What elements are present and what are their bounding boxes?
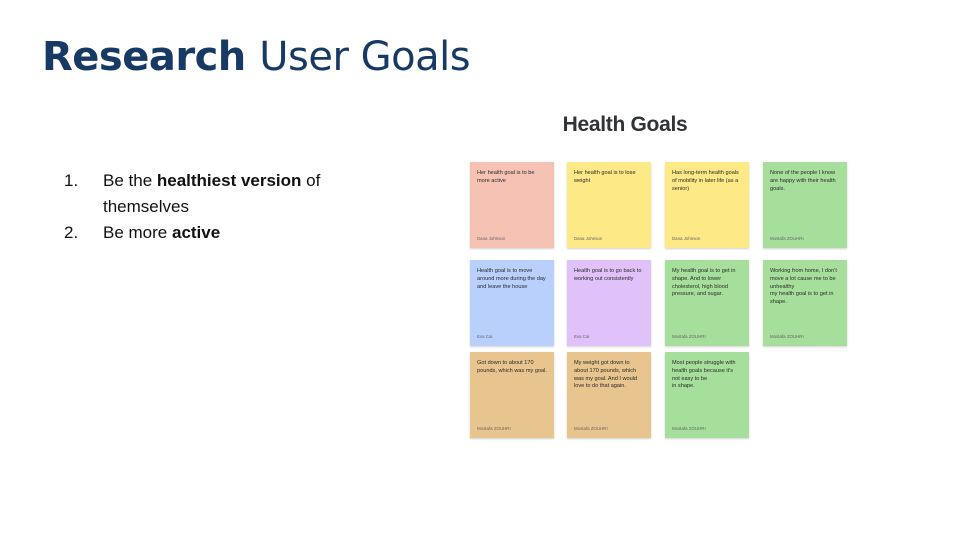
goal-text-before: Be the	[103, 171, 157, 190]
sticky-note-text: Working from home, I don't move a lot ca…	[770, 268, 837, 306]
sticky-note: Most people struggle with health goals b…	[665, 352, 749, 438]
goal-number: 1.	[64, 171, 79, 190]
sticky-note-text: Health goal is to move around more durin…	[477, 268, 546, 290]
sticky-note-text: Health goal is to go back to working out…	[574, 268, 642, 282]
sticky-note-author: Dana Johnson	[477, 236, 506, 241]
sticky-note: Health goal is to move around more durin…	[470, 260, 554, 346]
goal-text-bold: healthiest version	[156, 171, 302, 190]
sticky-note-text: Most people struggle with health goals b…	[672, 360, 736, 390]
sticky-note: Has long-term health goals of mobility i…	[665, 162, 749, 248]
sticky-note-text: Her health goal is to be more active	[477, 170, 535, 184]
sticky-note-author: Mostafa ZOUHRI	[672, 426, 706, 431]
sticky-note-text: Her health goal is to lose weight	[574, 170, 636, 184]
sticky-note-text: My weight got down to about 170 pounds, …	[574, 360, 638, 390]
sticky-note-author: Eva Cai	[574, 334, 590, 339]
sticky-note: My health goal is to get in shape. And t…	[665, 260, 749, 346]
goal-text-before: Be more	[103, 223, 172, 242]
sticky-note-author: Mostafa ZOUHRI	[770, 334, 804, 339]
goal-number: 2.	[64, 223, 79, 242]
slide-title-light: User Goals	[259, 34, 471, 80]
sticky-note-author: Eva Cai	[477, 334, 493, 339]
sticky-note-author: Dana Johnson	[672, 236, 701, 241]
sticky-note: None of the people I know are happy with…	[763, 162, 847, 248]
goal-text-after: of themselves	[103, 171, 321, 216]
sticky-note: Health goal is to go back to working out…	[567, 260, 651, 346]
sticky-note-author: Mostafa ZOUHRI	[672, 334, 706, 339]
goal-text: Be more active	[103, 220, 394, 246]
sticky-note-author: Mostafa ZOUHRI	[574, 426, 608, 431]
goal-item: 2. Be more active	[64, 220, 394, 246]
sticky-note: Working from home, I don't move a lot ca…	[763, 260, 847, 346]
goals-list: 1. Be the healthiest version of themselv…	[64, 168, 394, 246]
sticky-note-text: My health goal is to get in shape. And t…	[672, 268, 736, 298]
sticky-note-text: Got down to about 170 pounds, which was …	[477, 360, 547, 374]
goal-item: 1. Be the healthiest version of themselv…	[64, 168, 394, 220]
sticky-note: My weight got down to about 170 pounds, …	[567, 352, 651, 438]
sticky-note-text: Has long-term health goals of mobility i…	[672, 170, 739, 192]
slide-title-bold: Research	[42, 34, 246, 80]
sticky-note-author: Dana Johnson	[574, 236, 603, 241]
goal-text-bold: active	[171, 223, 221, 242]
sticky-note-author: Mostafa ZOUHRI	[770, 236, 804, 241]
sticky-note: Her health goal is to lose weight Dana J…	[567, 162, 651, 248]
sticky-note-author: Mostafa ZOUHRI	[477, 426, 511, 431]
sticky-note: Her health goal is to be more active Dan…	[470, 162, 554, 248]
sticky-note-text: None of the people I know are happy with…	[770, 170, 836, 192]
slide-title: Research User Goals	[42, 30, 471, 84]
sticky-note-board: Her health goal is to be more active Dan…	[470, 162, 854, 442]
sticky-note: Got down to about 170 pounds, which was …	[470, 352, 554, 438]
board-title: Health Goals	[562, 113, 688, 136]
goal-text: Be the healthiest version of themselves	[103, 168, 394, 220]
